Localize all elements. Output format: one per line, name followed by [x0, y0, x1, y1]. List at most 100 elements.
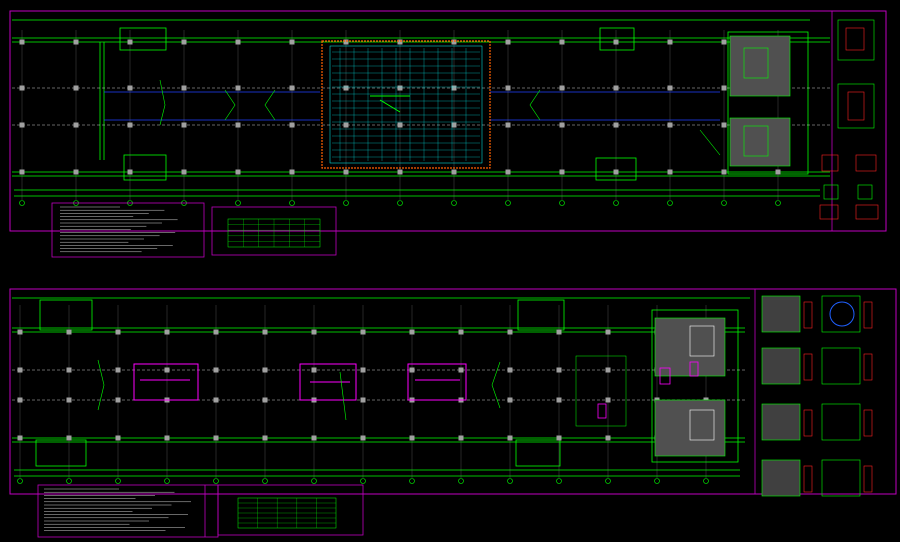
axis-bubble [775, 200, 781, 206]
column-marker [360, 329, 366, 335]
column-marker [605, 435, 611, 441]
axis-bubble [66, 478, 72, 484]
detail-rebar-sketch [803, 353, 813, 381]
column-marker [262, 329, 268, 335]
detail-rebar-sketch [863, 353, 873, 381]
column-marker [19, 169, 25, 175]
axis-bubble [262, 478, 268, 484]
axis-bubble [667, 200, 673, 206]
detail-section [761, 403, 801, 441]
detail-section [821, 403, 861, 441]
column-marker [409, 367, 415, 373]
axis-bubble [235, 200, 241, 206]
column-marker [115, 435, 121, 441]
detail-section [821, 459, 861, 497]
column-marker [289, 169, 295, 175]
column-marker [721, 39, 727, 45]
column-marker [605, 367, 611, 373]
axis-bubble [703, 478, 709, 484]
column-marker [311, 329, 317, 335]
column-marker [115, 329, 121, 335]
column-marker [505, 122, 511, 128]
column-marker [507, 367, 513, 373]
detail-rebar-sketch [803, 465, 813, 493]
axis-bubble [360, 478, 366, 484]
column-marker [397, 122, 403, 128]
column-marker [181, 39, 187, 45]
detail-rebar-sketch [803, 409, 813, 437]
column-marker [605, 329, 611, 335]
axis-bubble [654, 478, 660, 484]
column-marker [127, 85, 133, 91]
column-marker [235, 122, 241, 128]
upper-plan-structure [12, 19, 830, 197]
column-marker [667, 122, 673, 128]
column-marker [409, 329, 415, 335]
axis-bubble [605, 478, 611, 484]
lower-openings [133, 363, 467, 401]
column-marker [556, 397, 562, 403]
column-marker [458, 435, 464, 441]
detail-rebar-sketch [803, 301, 813, 329]
lower-plan-structure [12, 297, 750, 477]
upper-detail-panel [819, 11, 879, 231]
upper-schedule-table [211, 206, 337, 256]
column-marker [507, 397, 513, 403]
axis-bubble [213, 478, 219, 484]
column-marker [360, 435, 366, 441]
detail-section [821, 295, 861, 333]
column-marker [127, 169, 133, 175]
column-marker [343, 169, 349, 175]
axis-bubble [505, 200, 511, 206]
column-marker [505, 169, 511, 175]
axis-bubble [343, 200, 349, 206]
lower-equipment-area [575, 317, 726, 457]
column-marker [235, 39, 241, 45]
column-marker [507, 329, 513, 335]
column-marker [115, 397, 121, 403]
column-marker [73, 169, 79, 175]
column-marker [397, 85, 403, 91]
column-marker [556, 435, 562, 441]
column-marker [73, 122, 79, 128]
column-marker [262, 367, 268, 373]
column-marker [451, 169, 457, 175]
column-marker [289, 122, 295, 128]
column-marker [458, 367, 464, 373]
column-marker [556, 367, 562, 373]
column-marker [115, 367, 121, 373]
column-marker [164, 367, 170, 373]
column-marker [397, 169, 403, 175]
axis-bubble [164, 478, 170, 484]
upper-central-slab [321, 40, 491, 169]
axis-bubble [613, 200, 619, 206]
column-marker [73, 39, 79, 45]
column-marker [213, 397, 219, 403]
column-marker [66, 367, 72, 373]
column-marker [507, 435, 513, 441]
column-marker [613, 85, 619, 91]
column-marker [289, 85, 295, 91]
column-marker [311, 367, 317, 373]
column-marker [289, 39, 295, 45]
column-marker [311, 435, 317, 441]
axis-bubble [397, 200, 403, 206]
column-marker [235, 169, 241, 175]
lower-sheet-frame [9, 288, 897, 495]
column-marker [343, 122, 349, 128]
column-marker [605, 397, 611, 403]
lower-sheet [9, 288, 897, 538]
axis-bubble [559, 200, 565, 206]
column-marker [19, 122, 25, 128]
column-marker [213, 367, 219, 373]
upper-end-blocks [729, 35, 791, 167]
detail-rebar-sketch [863, 301, 873, 329]
detail-section [761, 347, 801, 385]
column-marker [613, 122, 619, 128]
axis-bubble [458, 478, 464, 484]
lower-detail-panel [754, 289, 873, 497]
detail-rebar-sketch [863, 409, 873, 437]
column-marker [360, 397, 366, 403]
column-marker [181, 122, 187, 128]
